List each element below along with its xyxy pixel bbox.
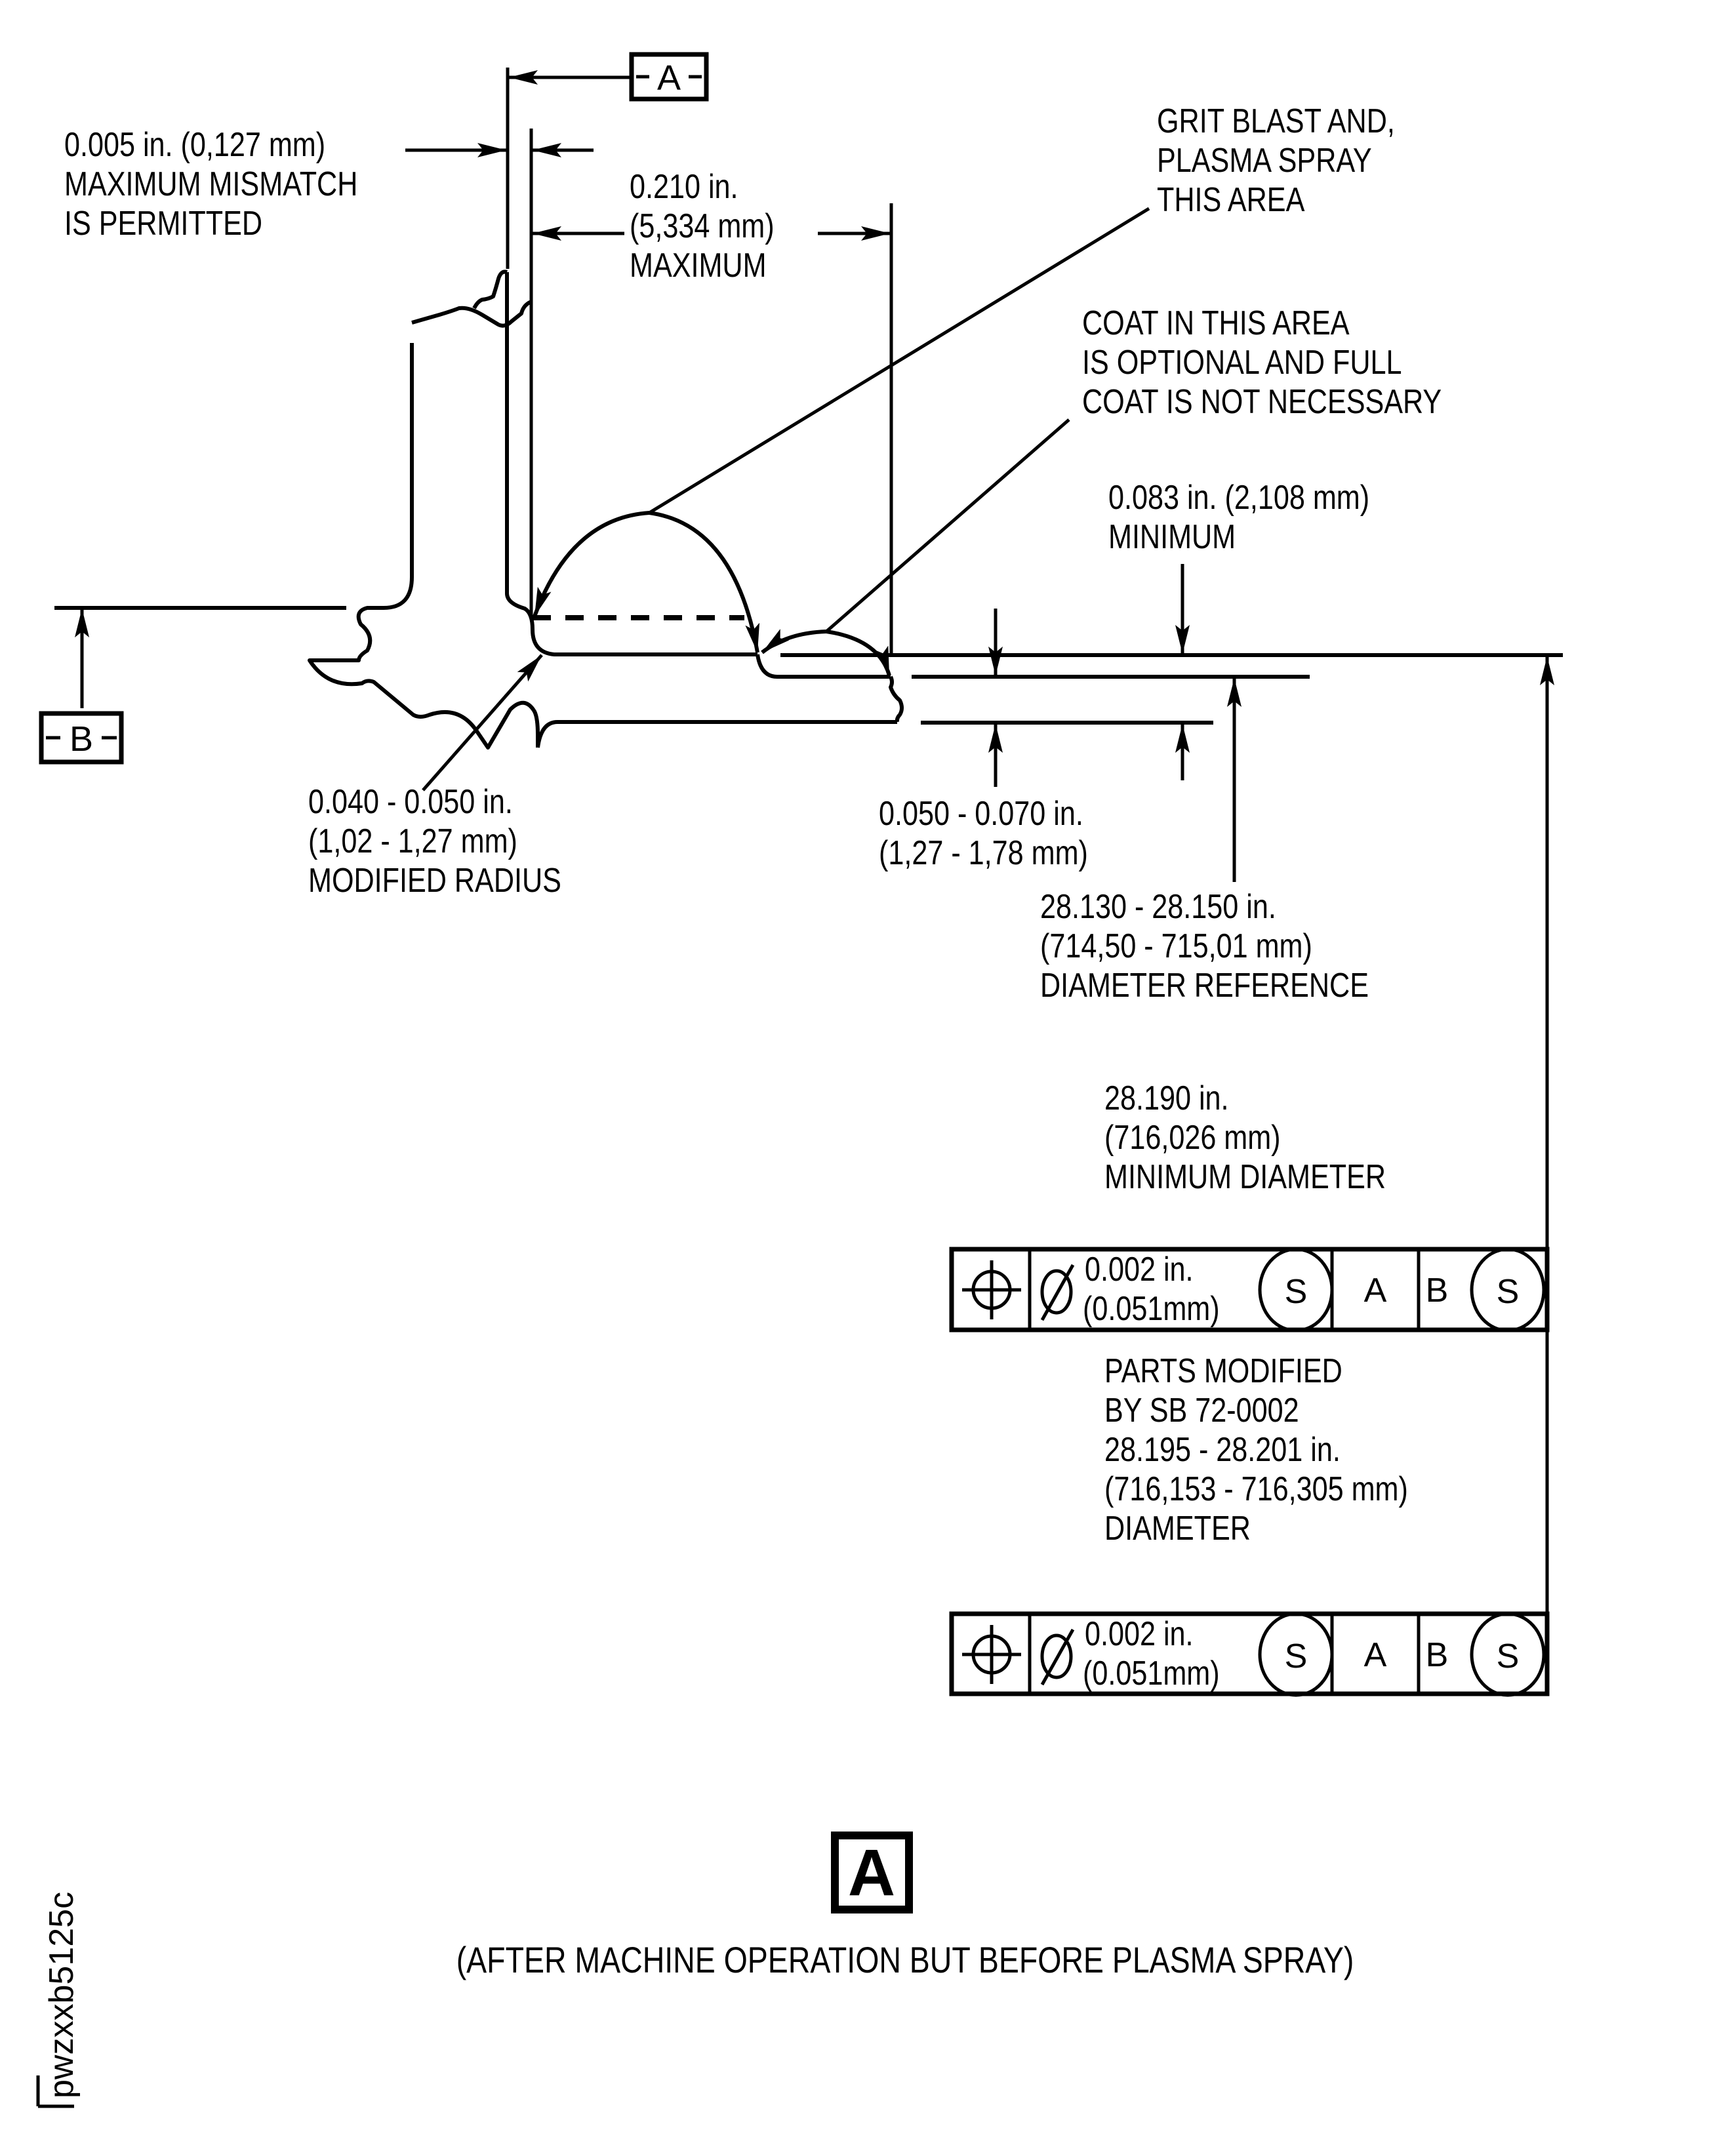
fcf-2-modifier: S [1285,1637,1308,1675]
figure-id-bracket [36,2075,74,2108]
fcf-2-tolerance-in: 0.002 in. [1085,1615,1194,1653]
coat-optional-arc-right [826,630,891,676]
fcf-2-tolerance-mm: (0.051mm) [1083,1654,1220,1692]
diameter-symbol-icon [1040,1628,1075,1686]
grit-blast-text: GRIT BLAST AND, PLASMA SPRAY THIS AREA [1157,102,1403,219]
fcf-2-border [949,1611,1550,1696]
fcf-2-datum-modifier: S [1497,1637,1520,1675]
feature-control-frame-1: 0.002 in. (0.051mm) S A B S [949,1247,1550,1332]
fcf-1-modifier-circle [1258,1247,1334,1332]
fcf-1-datum-primary: A [1364,1272,1387,1310]
bottom-outline [536,720,897,748]
min-depth-text: 0.083 in. (2,108 mm) MINIMUM [1108,479,1377,556]
view-label: A [831,1832,913,1913]
modified-radius-text: 0.040 - 0.050 in. (1,02 - 1,27 mm) MODIF… [308,783,561,900]
coat-optional-callout: COAT IN THIS AREA IS OPTIONAL AND FULL C… [761,304,1442,676]
part-profile [308,270,904,750]
mismatch-text: 0.005 in. (0,127 mm) MAXIMUM MISMATCH IS… [64,126,365,243]
position-icon [962,1625,1021,1684]
step-break [889,675,904,723]
step-outline [756,654,891,679]
coat-optional-arc-left [761,629,827,654]
grit-blast-arc-left [533,511,650,618]
fcf-2-datum-primary: A [1364,1636,1387,1674]
fcf-1-datum-modifier: S [1497,1273,1520,1311]
figure-caption: (AFTER MACHINE OPERATION BUT BEFORE PLAS… [456,1939,1354,1980]
fcf-1-tolerance-in: 0.002 in. [1085,1251,1194,1289]
position-icon [962,1260,1021,1319]
diameter-reference-dimension: 28.130 - 28.150 in. (714,50 - 715,01 mm)… [1040,678,1369,1005]
figure-id: pwzxxb5125c [36,1892,81,2108]
thin-wall-break [472,270,508,310]
fcf-2-datum-secondary: B [1426,1636,1449,1674]
parts-modified-text: PARTS MODIFIED BY SB 72-0002 28.195 - 28… [1104,1352,1416,1548]
fcf-1-border [949,1247,1550,1332]
grit-blast-callout: GRIT BLAST AND, PLASMA SPRAY THIS AREA [533,102,1403,653]
flange-top-break [411,300,533,328]
view-label-box [831,1832,913,1913]
fcf-2-datum-modifier-circle [1470,1612,1546,1697]
fcf-1-tolerance-mm: (0.051mm) [1083,1290,1220,1328]
step-depth-dimension: 0.050 - 0.070 in. (1,27 - 1,78 mm) [879,609,1190,872]
width-text: 0.210 in. (5,334 mm) MAXIMUM [630,168,782,285]
grit-blast-arc-right [649,511,760,653]
datum-a-label: A [657,58,681,98]
fcf-1-datum-secondary: B [1426,1272,1449,1310]
reference-lines [780,653,1563,725]
min-diameter-text: 28.190 in. (716,026 mm) MINIMUM DIAMETER [1104,1079,1386,1196]
fcf-1-modifier: S [1285,1273,1308,1311]
fcf-1-datum-modifier-circle [1470,1247,1546,1332]
modified-radius-callout: 0.040 - 0.050 in. (1,02 - 1,27 mm) MODIF… [308,654,561,900]
diameter-symbol-icon [1040,1264,1075,1321]
min-depth-dimension: 0.083 in. (2,108 mm) MINIMUM [1108,479,1377,654]
datum-a-group: A [506,52,709,269]
figure-id-text: pwzxxb5125c [43,1892,81,2098]
diameter-ref-text: 28.130 - 28.150 in. (714,50 - 715,01 mm)… [1040,888,1369,1005]
coat-optional-text: COAT IN THIS AREA IS OPTIONAL AND FULL C… [1082,304,1442,421]
view-label-letter: A [848,1836,895,1910]
feature-control-frame-2: 0.002 in. (0.051mm) S A B S [949,1611,1550,1697]
fcf-2-modifier-circle [1258,1612,1334,1697]
coat-optional-leader [825,418,1070,633]
datum-b-label: B [70,719,93,759]
modified-radius-leader [422,654,543,791]
datum-b-group: B [39,606,346,765]
grit-blast-leader [648,207,1150,515]
width-dimension: 0.210 in. (5,334 mm) MAXIMUM [533,168,893,654]
step-depth-text: 0.050 - 0.070 in. (1,27 - 1,78 mm) [879,795,1091,872]
mismatch-dimension: 0.005 in. (0,127 mm) MAXIMUM MISMATCH IS… [64,126,594,618]
flange-outline [308,343,540,750]
